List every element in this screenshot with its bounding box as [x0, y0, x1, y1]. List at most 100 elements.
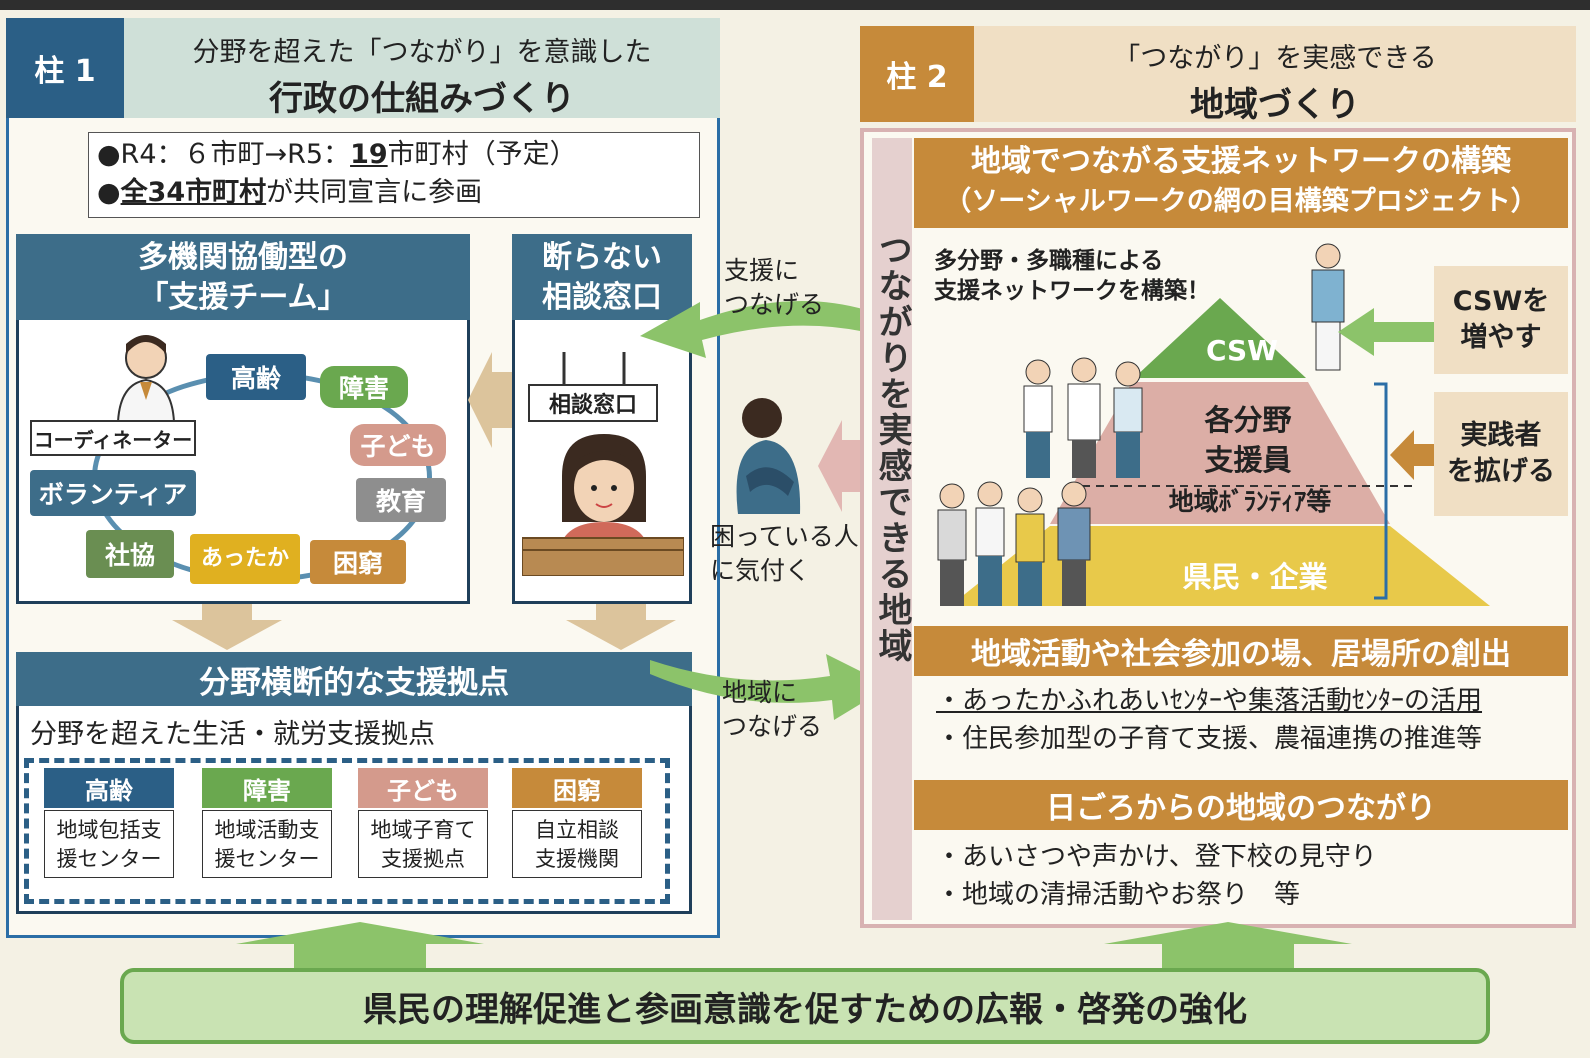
increase-csw-1: CSWを [1452, 286, 1550, 317]
hub-cat-children: 子ども [358, 768, 488, 808]
pillar2-tag: 柱 2 [860, 26, 974, 122]
hub-org-disability-2: 援センター [214, 847, 320, 871]
network-note-2: 支援ネットワークを構築！ [934, 278, 1210, 304]
consultation-window-title: 断らない 相談窓口 [512, 234, 692, 320]
hub-org-children-1: 地域子育て [370, 818, 476, 842]
window-title-1: 断らない [542, 240, 662, 275]
arrow-left-icon-csw [1338, 308, 1434, 356]
notice-1: 困っている人 [710, 522, 859, 551]
notice-2: に気付く [710, 556, 811, 585]
pyramid-middle: 各分野 支援員 [1180, 400, 1316, 480]
support-team-title-2: 「支援チーム」 [138, 280, 348, 315]
hub-cat-elderly: 高齢 [44, 768, 174, 808]
coordinator-person-icon [116, 335, 176, 422]
arrow-down-icon [172, 604, 282, 650]
hub-dashed-frame [24, 758, 670, 904]
pillar2-subtitle: 「つながり」を実感できる [1113, 43, 1437, 74]
stats-line1-a: ●R4：６市町→R5： [97, 139, 351, 170]
pyramid-bottom: 県民・企業 [1182, 560, 1328, 594]
expand-practitioners-1: 実践者 [1460, 420, 1542, 451]
receptionist-icon [522, 434, 684, 576]
pillar2-header: 「つながり」を実感できる 地域づくり [974, 26, 1576, 125]
daily-bullet-2: ・地域の清掃活動やお祭り 等 [936, 880, 1301, 910]
hub-org-disability-1: 地域活動支 [214, 818, 320, 842]
role-disability: 障害 [320, 366, 408, 408]
window-title-2: 相談窓口 [542, 280, 662, 315]
notice-text: 困っている人 に気付く [710, 520, 859, 588]
increase-csw-label: CSWを増やす [1434, 266, 1568, 374]
pillar1-subtitle: 分野を超えた「つながり」を意識した [192, 37, 652, 68]
connect-support-text: 支援に つなげる [724, 254, 824, 322]
hub-cat-disability: 障害 [202, 768, 332, 808]
activity-bullets: ・あったかふれあいｾﾝﾀｰや集落活動ｾﾝﾀｰの活用 ・住民参加型の子育て支援、農… [936, 682, 1482, 758]
role-poverty: 困窮 [310, 540, 406, 584]
connect-region-2: つなげる [722, 712, 823, 741]
csw-person-icon [1311, 243, 1345, 371]
pyramid-middle-1: 各分野 [1204, 403, 1292, 437]
arrow-up-icon-2 [1104, 922, 1352, 970]
network-title-2: （ソーシャルワークの網の目構築プロジェクト） [944, 186, 1538, 217]
role-shakyo: 社協 [86, 530, 174, 578]
role-education: 教育 [356, 478, 446, 522]
stats-line2: ●全34市町村が共同宣言に参画 [97, 174, 691, 212]
stats-line2-bullet: ● [97, 177, 121, 208]
pyramid-volunteer: 地域ﾎﾞﾗﾝﾃｨｱ等 [1168, 487, 1332, 516]
arrow-left-icon-expand [1390, 430, 1436, 480]
connect-support-1: 支援に [724, 256, 800, 285]
activity-bullet-1: ・あったかふれあいｾﾝﾀｰや集落活動ｾﾝﾀｰの活用 [936, 686, 1483, 716]
hub-org-poverty-2: 支援機関 [535, 847, 619, 871]
connect-region-arrow-icon [650, 654, 890, 720]
network-note: 多分野・多職種による 支援ネットワークを構築！ [934, 246, 1254, 306]
network-title: 地域でつながる支援ネットワークの構築 （ソーシャルワークの網の目構築プロジェクト… [914, 138, 1568, 228]
support-team-title: 多機関協働型の 「支援チーム」 [16, 234, 470, 320]
arrow-up-icon [236, 922, 484, 970]
support-hub-title: 分野横断的な支援拠点 [16, 652, 692, 706]
awareness-banner: 県民の理解促進と参画意識を促すための広報・啓発の強化 [120, 968, 1490, 1044]
pillar1-tag: 柱 1 [6, 18, 124, 118]
stats-line2-bold: 全34市町村 [120, 177, 267, 208]
role-attaka: あったか [190, 534, 300, 584]
hub-org-disability: 地域活動支援センター [202, 810, 332, 878]
hub-org-children: 地域子育て支援拠点 [358, 810, 488, 878]
hub-org-poverty-1: 自立相談 [535, 818, 619, 842]
pillar1-title: 行政の仕組みづくり [269, 79, 575, 119]
residents-group-icon [937, 481, 1091, 606]
stats-line1-b: 市町村（予定） [387, 139, 577, 170]
connect-region-text: 地域に つなげる [722, 676, 822, 744]
arrow-left-icon-2 [818, 420, 862, 512]
hub-org-elderly: 地域包括支援センター [44, 810, 174, 878]
professionals-group-icon [1023, 357, 1143, 478]
consultation-sign: 相談窓口 [528, 384, 658, 422]
daily-bullet-1: ・あいさつや声かけ、登下校の見守り [936, 842, 1377, 872]
support-hub-subtitle: 分野を超えた生活・就労支援拠点 [30, 719, 435, 750]
pyramid-middle-2: 支援員 [1204, 443, 1292, 477]
role-elderly: 高齢 [206, 354, 306, 400]
connect-region-1: 地域に [722, 678, 798, 707]
increase-csw-2: 増やす [1460, 322, 1542, 353]
role-volunteer: ボランティア [30, 470, 196, 516]
expand-practitioners-2: を拡げる [1447, 456, 1555, 487]
expand-practitioners-label: 実践者を拡げる [1434, 392, 1568, 516]
hub-cat-poverty: 困窮 [512, 768, 642, 808]
hub-org-elderly-1: 地域包括支 [56, 818, 162, 842]
troubled-person-icon [736, 398, 801, 514]
vertical-label: つながりを実感できる地域 [872, 232, 912, 664]
connect-support-arrow-icon [640, 301, 866, 358]
activity-bullet-2: ・住民参加型の子育て支援、農福連携の推進等 [936, 724, 1483, 754]
arrow-left-icon [468, 352, 512, 448]
stats-line1: ●R4：６市町→R5：19市町村（予定） [97, 136, 691, 174]
hub-org-children-2: 支援拠点 [381, 847, 465, 871]
arrow-down-icon-2 [566, 604, 676, 650]
hub-org-elderly-2: 援センター [56, 847, 162, 871]
vertical-band [872, 138, 912, 920]
sign-hanger-icon [562, 352, 626, 386]
daily-bullets: ・あいさつや声かけ、登下校の見守り ・地域の清掃活動やお祭り 等 [936, 838, 1377, 914]
pillar1-header: 分野を超えた「つながり」を意識した 行政の仕組みづくり [124, 18, 720, 119]
network-note-1: 多分野・多職種による [934, 248, 1164, 274]
coordinator-label: コーディネーター [30, 420, 196, 456]
top-border [0, 0, 1590, 10]
support-team-title-1: 多機関協働型の [138, 240, 348, 275]
stats-line2-rest: が共同宣言に参画 [266, 177, 483, 208]
role-children: 子ども [350, 424, 446, 466]
stats-line1-num: 19 [350, 139, 388, 170]
